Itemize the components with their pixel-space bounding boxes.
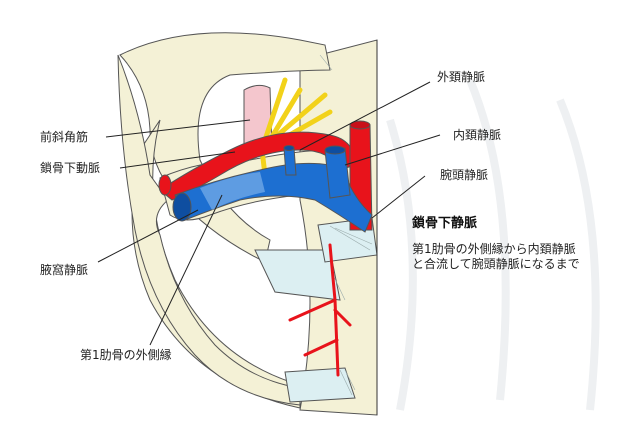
external-jugular-vein — [283, 147, 297, 176]
cartilage-hatching — [319, 54, 373, 396]
label-scalene: 前斜角筋 — [40, 130, 89, 144]
description-line-1: 第1肋骨の外側縁から内頚静脈 — [412, 242, 576, 256]
label-brachiocephalic: 腕頭静脈 — [440, 168, 489, 182]
axillary-vein-cut-end — [172, 192, 192, 222]
label-external-jugular: 外頚静脈 — [437, 70, 486, 84]
label-subclavian-artery: 鎖骨下動脈 — [40, 161, 101, 175]
artery-cut-end — [158, 174, 172, 196]
label-internal-jugular: 内頚静脈 — [453, 128, 502, 142]
internal-jugular-vein — [324, 147, 351, 199]
internal-thoracic-artery — [288, 243, 352, 377]
description-line-2: と合流して腕頭静脈になるまで — [412, 257, 580, 271]
background-faint-bones — [386, 78, 600, 411]
label-first-rib-lateral: 第1肋骨の外側縁 — [80, 348, 172, 362]
costal-cartilage-2 — [284, 367, 356, 403]
costal-cartilage-1 — [254, 249, 341, 301]
label-axillary-vein: 腋窩静脈 — [40, 263, 89, 277]
jugular-cut-end — [324, 145, 346, 155]
light-vein-overlay — [200, 172, 265, 210]
leader-lines — [97, 81, 441, 346]
external-jugular-cut-end — [283, 145, 295, 151]
heading-subclavian-vein: 鎖骨下静脈 — [412, 216, 478, 231]
carotid-cut-end — [349, 120, 371, 130]
